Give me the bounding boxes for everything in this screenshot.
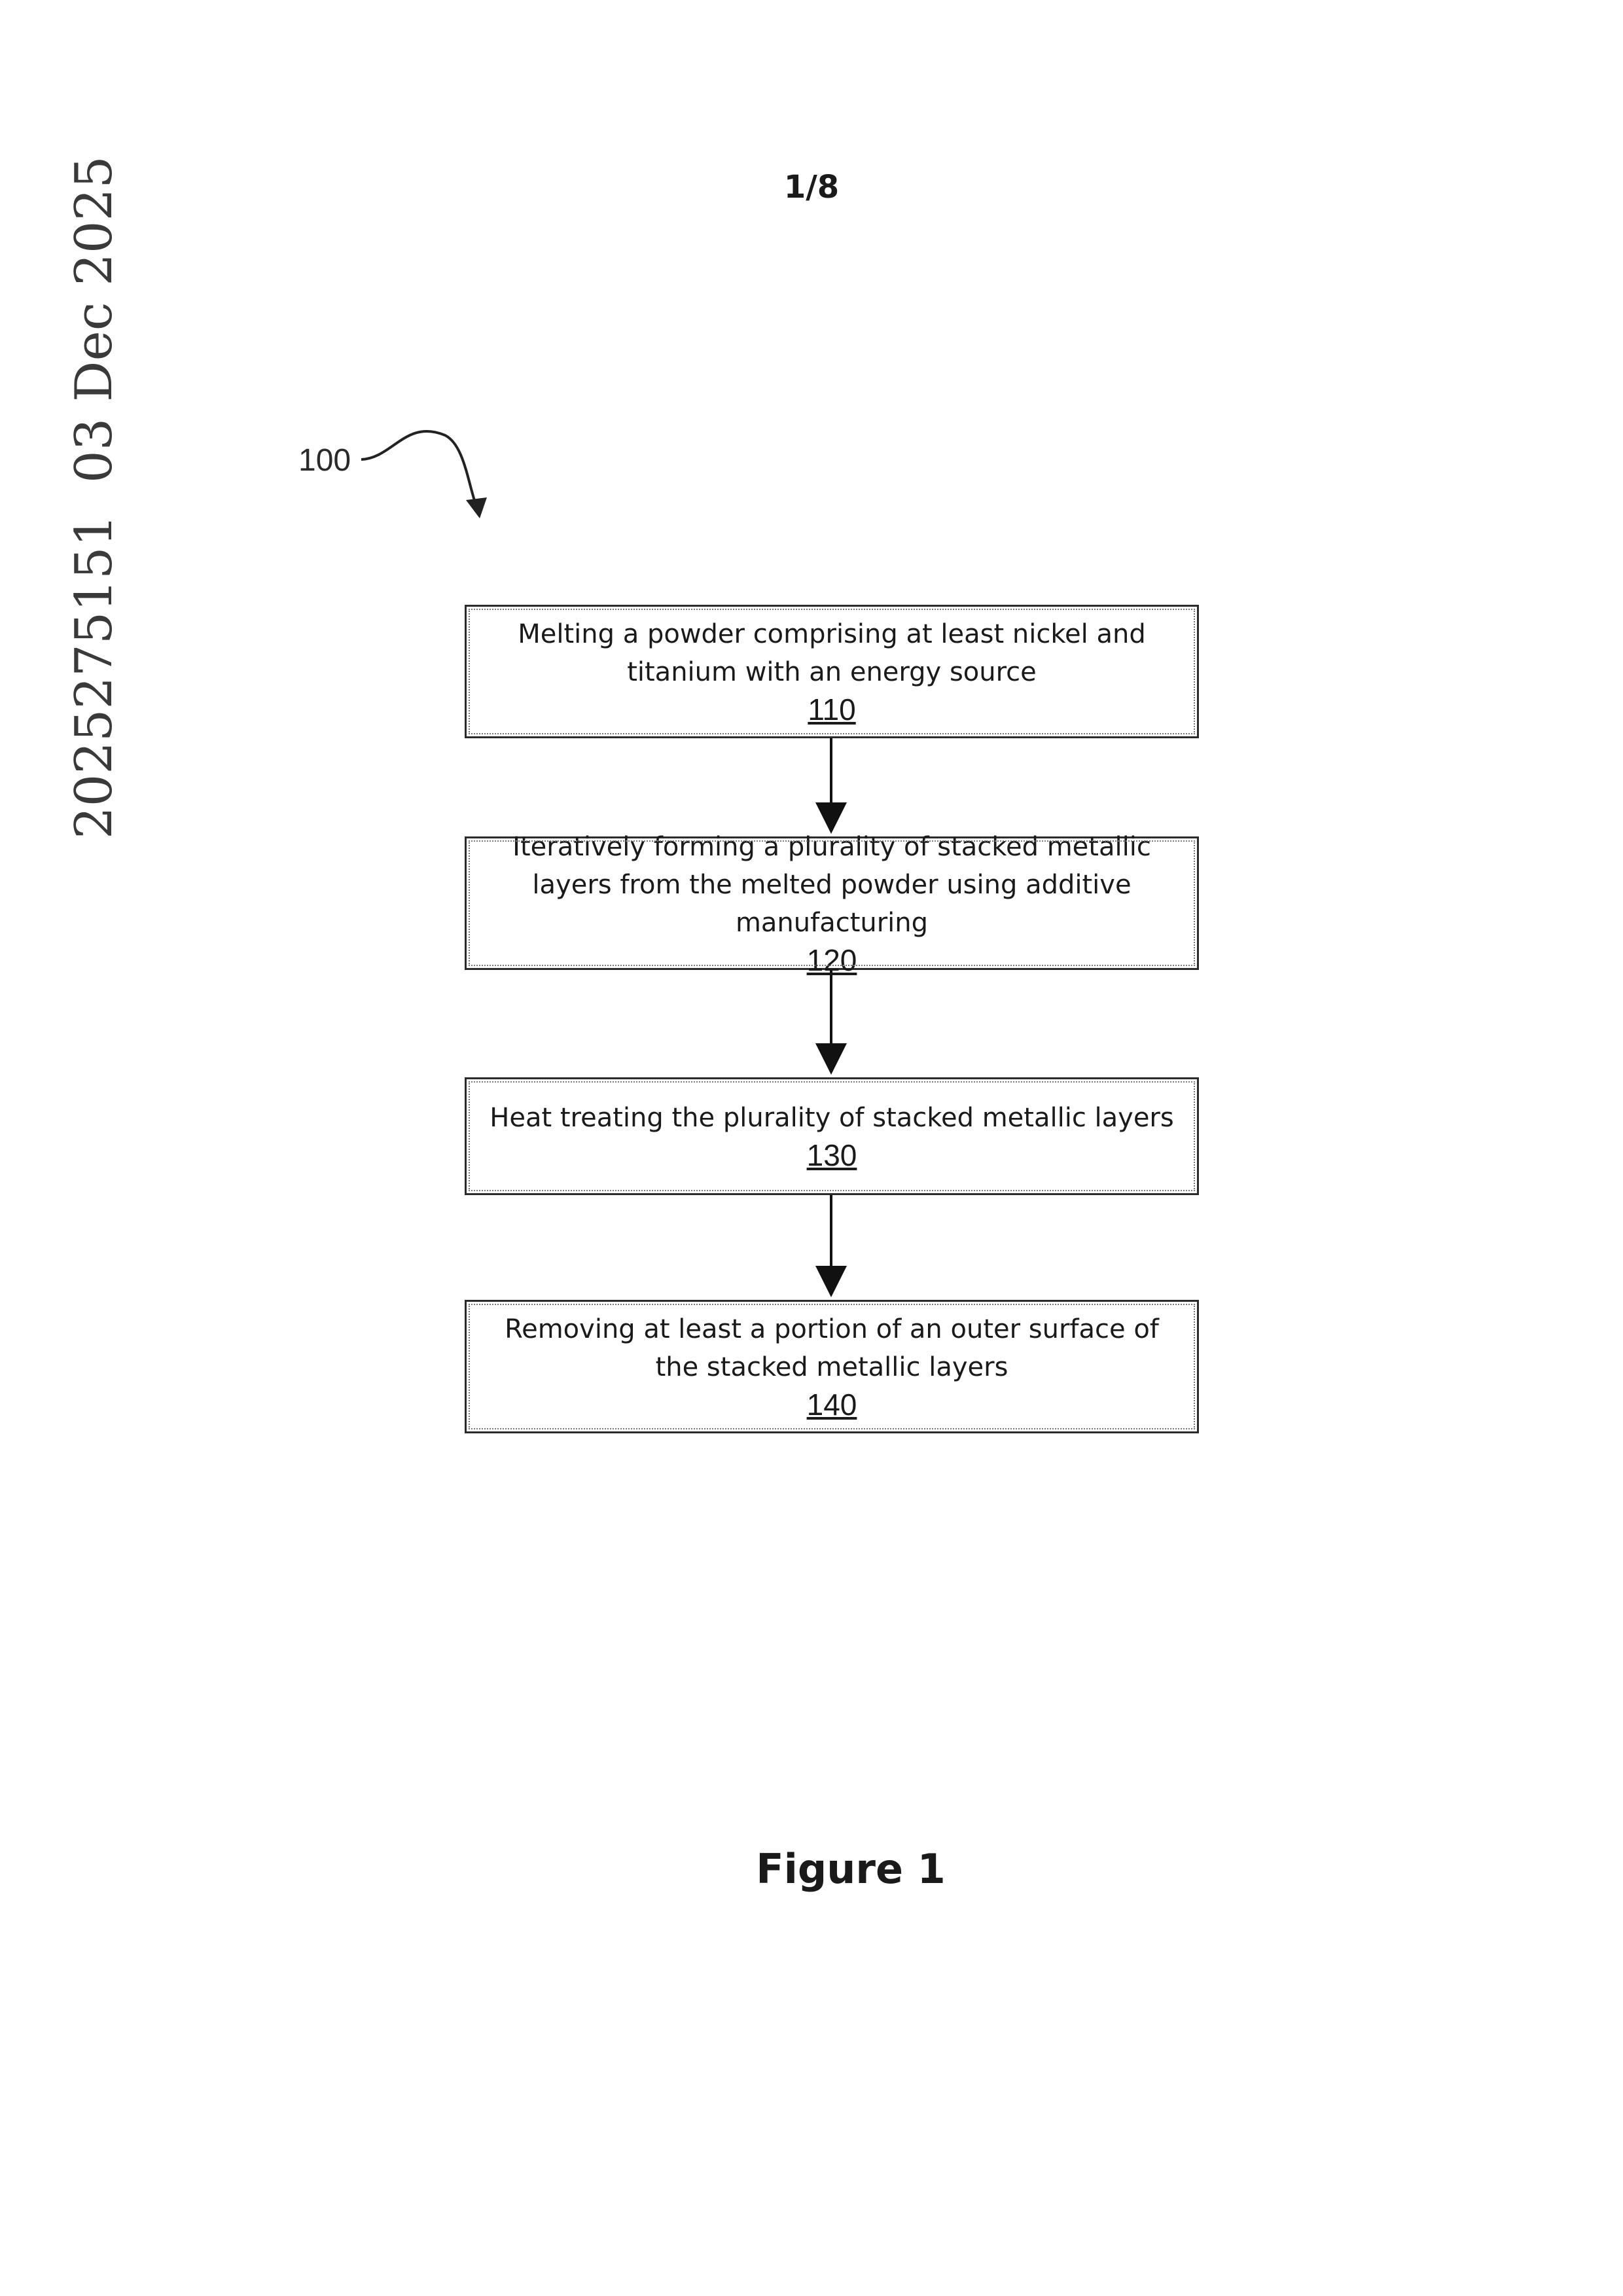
- step-ref: 120: [807, 942, 857, 978]
- step-text: Heat treating the plurality of stacked m…: [474, 1099, 1189, 1137]
- ref-leader-arrow: [361, 431, 478, 511]
- ref-leader-arrowhead: [466, 497, 487, 518]
- step-box-120: Iteratively forming a plurality of stack…: [465, 836, 1199, 970]
- figure-caption: Figure 1: [746, 1843, 955, 1895]
- step-box-130: Heat treating the plurality of stacked m…: [465, 1077, 1199, 1195]
- step-box-140: Removing at least a portion of an outer …: [465, 1300, 1199, 1433]
- step-ref: 110: [808, 691, 855, 728]
- step-ref: 140: [807, 1386, 857, 1423]
- step-text: Removing at least a portion of an outer …: [467, 1310, 1197, 1386]
- step-text: Melting a powder comprising at least nic…: [467, 615, 1197, 691]
- step-box-110: Melting a powder comprising at least nic…: [465, 605, 1199, 738]
- step-ref: 130: [807, 1137, 857, 1174]
- step-text: Iteratively forming a plurality of stack…: [467, 828, 1197, 942]
